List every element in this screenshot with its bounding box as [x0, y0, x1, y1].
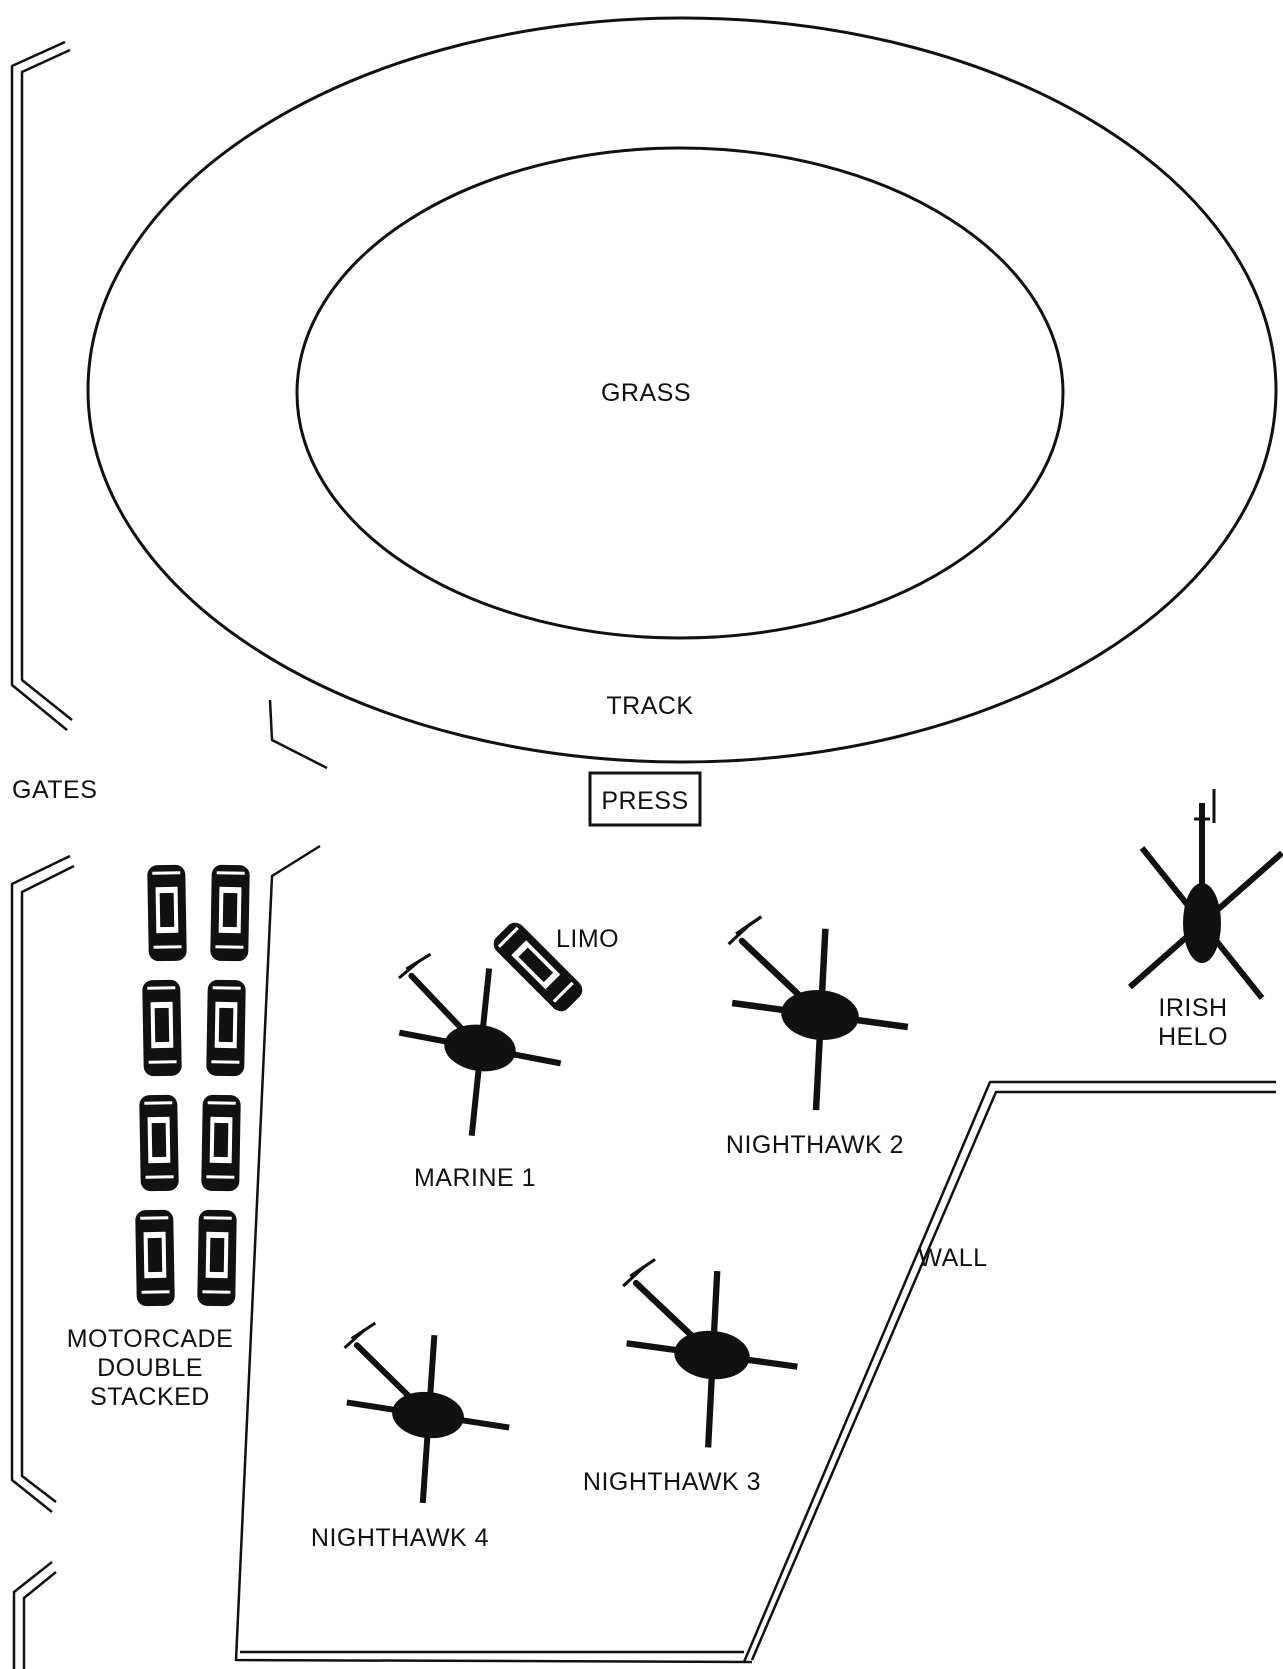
bottom-gate-fence-inner: [22, 1571, 57, 1669]
upper-gate-fence: [10, 40, 68, 731]
car-icon: [208, 863, 252, 963]
lower-gate-fence: [10, 854, 71, 1513]
grass-field-edge: [295, 146, 1065, 640]
car-icon: [133, 1208, 177, 1308]
helicopter-icon: [715, 914, 916, 1117]
wall-line-inner: [750, 1090, 1276, 1661]
track-label: TRACK: [606, 692, 693, 720]
helicopter-icon: [610, 1257, 806, 1455]
gates-label: GATES: [12, 776, 97, 804]
motorcade: [133, 863, 252, 1308]
limo-label: LIMO: [556, 925, 619, 953]
irish-helo-label-line1: IRISH: [1158, 994, 1227, 1022]
wall-label: WALL: [918, 1244, 987, 1272]
irish-helicopter-icon: [1128, 789, 1283, 1000]
upper-gate-fence-inner: [20, 48, 73, 721]
car-icon: [145, 863, 189, 963]
bottom-gate-fence: [12, 1561, 53, 1669]
press-label: PRESS: [601, 787, 688, 815]
motorcade-label-line3: STACKED: [90, 1383, 210, 1411]
nighthawk-2-label: NIGHTHAWK 2: [726, 1131, 904, 1159]
press-box: [588, 771, 702, 827]
car-icon: [199, 1093, 243, 1193]
wall: [742, 1080, 1276, 1663]
marine-1-label: MARINE 1: [414, 1164, 536, 1192]
helicopter-icon: [329, 1320, 518, 1511]
motorcade-label-line2: DOUBLE: [97, 1354, 203, 1382]
nighthawk-4-label: NIGHTHAWK 4: [311, 1524, 489, 1552]
motorcade-lane-boundary: [234, 844, 753, 1664]
wall-line-outer: [742, 1080, 1276, 1663]
gate-post: [268, 699, 328, 770]
irish-helo-label-line2: HELO: [1158, 1023, 1228, 1051]
racetrack: [86, 16, 1278, 764]
motorcade-label-line1: MOTORCADE: [67, 1325, 234, 1353]
grass-label: GRASS: [601, 379, 691, 407]
car-icon: [195, 1208, 239, 1308]
nighthawk-3-label: NIGHTHAWK 3: [583, 1468, 761, 1496]
lower-gate-fence-inner: [20, 864, 75, 1503]
track-outer-edge: [86, 16, 1278, 764]
car-icon: [137, 1093, 181, 1193]
car-icon: [204, 978, 248, 1078]
gates-fence: [10, 40, 328, 1669]
car-icon: [140, 978, 184, 1078]
